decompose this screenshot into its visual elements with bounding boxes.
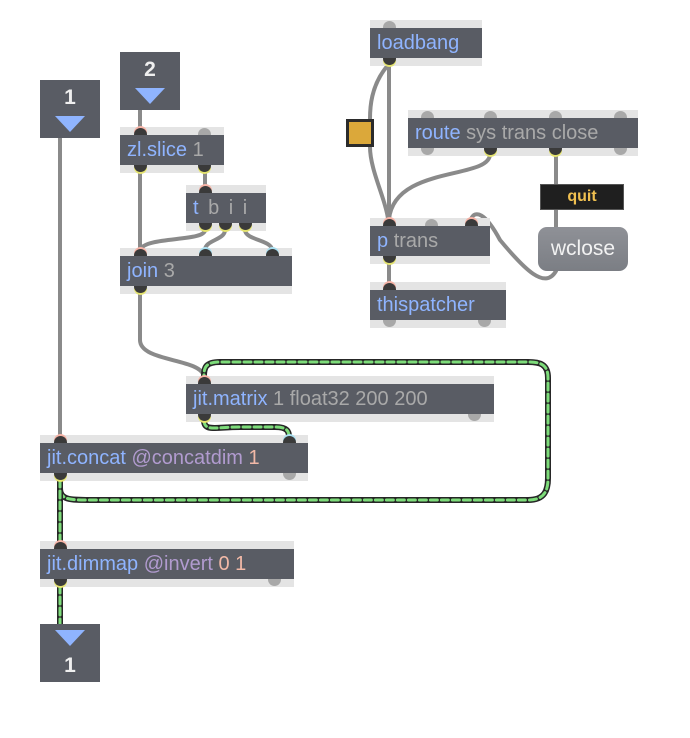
object-jit-concat[interactable]: jit.concat @concatdim 1 (40, 435, 308, 481)
inlet-port[interactable] (425, 219, 438, 226)
object-class: jit.dimmap (47, 553, 139, 575)
inlet-port[interactable] (383, 219, 396, 226)
outlet-port[interactable] (383, 58, 396, 65)
attribute-value: 1 (248, 447, 260, 469)
inlet-2[interactable]: 2 (120, 52, 180, 110)
inlet-port[interactable] (283, 436, 296, 443)
inlet-port[interactable] (198, 377, 211, 384)
outlet-port[interactable] (134, 165, 147, 172)
outlet-port[interactable] (239, 223, 252, 230)
inlet-port[interactable] (134, 128, 147, 135)
inlet-port[interactable] (465, 219, 478, 226)
inlet-port[interactable] (383, 283, 396, 290)
object-class: loadbang (377, 32, 460, 54)
object-join[interactable]: join 3 (120, 248, 292, 294)
object-zl-slice[interactable]: zl.slice 1 (120, 127, 224, 173)
object-attribute: @invert (143, 553, 213, 575)
object-class: p (377, 230, 389, 252)
object-loadbang[interactable]: loadbang (370, 20, 482, 66)
outlet-number: 1 (64, 654, 76, 677)
object-args: trans (393, 230, 439, 252)
object-args: b i i (208, 197, 250, 219)
outlet-port[interactable] (549, 148, 562, 155)
inlet-port[interactable] (54, 542, 67, 549)
inlet-port[interactable] (134, 249, 147, 256)
cord-t1-join1 (203, 228, 227, 252)
outlet-port[interactable] (478, 320, 491, 327)
object-class: join (127, 260, 159, 282)
object-args: 1 float32 200 200 (273, 388, 428, 410)
object-thispatcher[interactable]: thispatcher (370, 282, 506, 328)
object-class: jit.concat (47, 447, 126, 469)
outlet-port[interactable] (614, 148, 627, 155)
inlet-1[interactable]: 1 (40, 80, 100, 138)
button-wclose[interactable]: wclose (538, 227, 628, 271)
matrix-cord-concat-feedback (57, 359, 551, 503)
inlet-port[interactable] (614, 111, 627, 118)
inlet-port[interactable] (199, 186, 212, 193)
outlet-arrow-icon (55, 630, 85, 646)
inlet-port[interactable] (549, 111, 562, 118)
object-class: zl.slice (127, 139, 188, 161)
object-args: sys trans close (466, 122, 599, 144)
inlet-number: 2 (144, 58, 156, 81)
outlet-port[interactable] (383, 320, 396, 327)
object-class: thispatcher (377, 294, 475, 316)
outlet-port[interactable] (421, 148, 434, 155)
matrix-cord-matrix-concat (201, 417, 292, 440)
inlet-number: 1 (64, 86, 76, 109)
outlet-port[interactable] (54, 579, 67, 586)
outlet-port[interactable] (468, 414, 481, 421)
outlet-port[interactable] (198, 165, 211, 172)
cord-toggle-ptrans (368, 145, 390, 221)
inlet-port[interactable] (421, 111, 434, 118)
object-route[interactable]: route sys trans close (408, 110, 638, 156)
object-jit-matrix[interactable]: jit.matrix 1 float32 200 200 (186, 376, 494, 422)
message-quit[interactable]: quit (540, 184, 624, 210)
object-class: jit.matrix (193, 388, 268, 410)
inlet-arrow-icon (55, 116, 85, 132)
cord-t2-join2 (243, 228, 274, 252)
inlet-port[interactable] (198, 128, 211, 135)
toggle[interactable] (346, 119, 374, 147)
object-p-trans[interactable]: p trans (370, 218, 490, 264)
object-class: t (193, 197, 201, 219)
cord-loadbang-toggle (368, 62, 391, 121)
outlet-port[interactable] (383, 256, 396, 263)
inlet-port[interactable] (266, 249, 279, 256)
cord-route-ptrans (387, 152, 492, 221)
outlet-port[interactable] (268, 579, 281, 586)
object-jit-dimmap[interactable]: jit.dimmap @invert 0 1 (40, 541, 294, 587)
inlet-port[interactable] (54, 436, 67, 443)
cord-wclose-ptrans (469, 212, 558, 281)
inlet-arrow-icon (135, 88, 165, 104)
outlet-port[interactable] (199, 223, 212, 230)
outlet-1[interactable]: 1 (40, 624, 100, 682)
attribute-value: 0 1 (218, 553, 247, 575)
object-attribute: @concatdim (131, 447, 243, 469)
outlet-port[interactable] (484, 148, 497, 155)
outlet-port[interactable] (134, 286, 147, 293)
cord-t0-join0 (138, 228, 207, 252)
inlet-port[interactable] (199, 249, 212, 256)
inlet-port[interactable] (484, 111, 497, 118)
outlet-port[interactable] (54, 473, 67, 480)
object-class: route (415, 122, 461, 144)
outlet-port[interactable] (283, 473, 296, 480)
object-args: 3 (163, 260, 175, 282)
outlet-port[interactable] (198, 414, 211, 421)
inlet-port[interactable] (383, 21, 396, 28)
outlet-port[interactable] (219, 223, 232, 230)
object-args: 1 (192, 139, 204, 161)
object-trigger[interactable]: t b i i (186, 185, 266, 231)
cord-join-matrix (138, 292, 206, 378)
